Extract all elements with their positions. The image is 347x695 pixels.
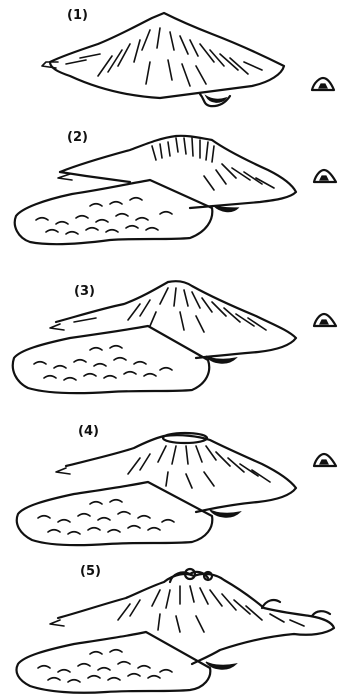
stage-2-small-cone-icon (314, 170, 336, 182)
stage-4-small-cone-icon (314, 454, 336, 466)
stage-5-volcano-drawing (0, 560, 347, 695)
stage-1-volcano-drawing (0, 0, 347, 120)
stage-2-panel: (2) (0, 120, 347, 260)
stage-2-volcano-drawing (0, 120, 347, 260)
stage-3-panel: (3) (0, 260, 347, 400)
stage-3-volcano-drawing (0, 260, 347, 400)
stage-4-panel: (4) (0, 410, 347, 550)
stage-1-panel: (1) (0, 0, 347, 120)
stage-1-small-cone-icon (312, 78, 334, 90)
stage-4-volcano-drawing (0, 410, 347, 550)
stage-3-small-cone-icon (314, 314, 336, 326)
stage-5-panel: (5) (0, 560, 347, 695)
